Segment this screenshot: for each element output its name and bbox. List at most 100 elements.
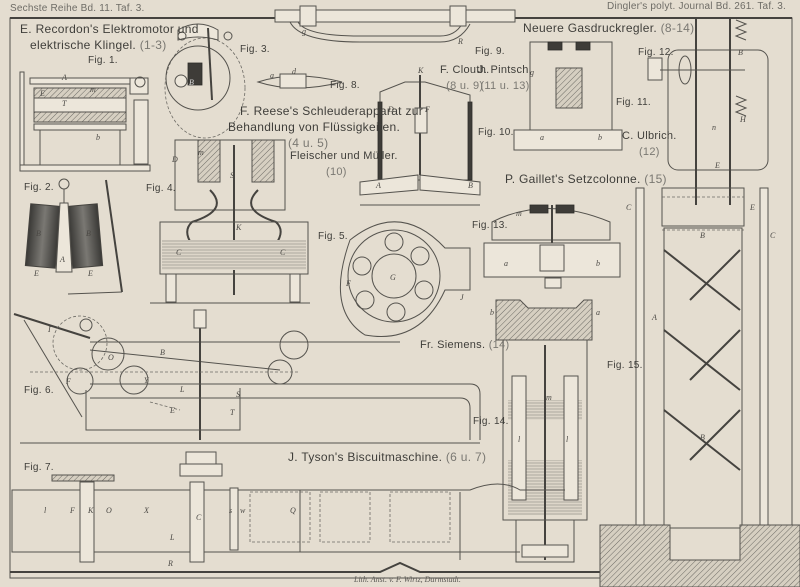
section-title-siemens: Fr. Siemens. (14) — [420, 337, 509, 353]
svg-text:B: B — [86, 229, 91, 238]
svg-text:Y: Y — [144, 376, 150, 385]
header-right: Dingler's polyt. Journal Bd. 261. Taf. 3… — [607, 1, 786, 12]
svg-text:C: C — [176, 248, 182, 257]
figure-range: (11 u. 13) — [480, 80, 530, 92]
svg-text:X: X — [143, 506, 150, 515]
svg-text:R: R — [457, 37, 463, 46]
section-title-tyson: J. Tyson's Biscuitmaschine. (6 u. 7) — [288, 449, 486, 465]
svg-text:a: a — [504, 259, 508, 268]
header-left: Sechste Reihe Bd. 11. Taf. 3. — [10, 3, 144, 14]
plate-bottom-rule — [10, 561, 792, 573]
svg-text:T: T — [62, 99, 67, 108]
section-title-line1: J. Tyson's Biscuitmaschine. — [288, 450, 443, 464]
fig-label-15: Fig. 15. — [607, 360, 643, 371]
svg-text:A: A — [651, 313, 657, 322]
section-title-line2: elektrische Klingel. — [30, 38, 137, 52]
section-title-line2: Behandlung von Flüssigkeiten. — [228, 120, 401, 134]
section-title-gasdruckregler: Neuere Gasdruckregler. (8-14) — [523, 20, 694, 36]
svg-text:C: C — [196, 513, 202, 522]
svg-text:B: B — [160, 348, 165, 357]
svg-text:s: s — [229, 506, 232, 515]
figure-range: (1-3) — [139, 38, 167, 52]
svg-text:B: B — [700, 433, 705, 442]
svg-text:b: b — [490, 308, 494, 317]
svg-text:l: l — [566, 435, 569, 444]
svg-text:H: H — [739, 115, 747, 124]
fig-label-6: Fig. 6. — [24, 385, 54, 396]
svg-text:E: E — [714, 161, 720, 170]
svg-text:O: O — [106, 506, 112, 515]
svg-text:K: K — [235, 223, 242, 232]
svg-text:S: S — [230, 171, 234, 180]
series-label: Sechste Reihe — [10, 3, 78, 14]
svg-text:m: m — [90, 85, 96, 94]
svg-text:K: K — [87, 506, 94, 515]
journal-band-label: Bd. 261. — [715, 1, 755, 12]
svg-text:C: C — [626, 203, 632, 212]
svg-text:d: d — [292, 67, 297, 76]
svg-text:O: O — [108, 353, 114, 362]
svg-text:R: R — [167, 559, 173, 568]
fig-label-7: Fig. 7. — [24, 462, 54, 473]
svg-text:G: G — [390, 273, 396, 282]
fig-label-1: Fig. 1. — [88, 55, 118, 66]
fig-label-4: Fig. 4. — [146, 183, 176, 194]
svg-text:a: a — [540, 133, 544, 142]
section-title-line1: E. Recordon's Elektromotor und — [20, 22, 199, 36]
section-title-line1: C. Ulbrich. — [622, 130, 677, 142]
svg-text:A: A — [61, 73, 67, 82]
svg-text:B: B — [738, 48, 743, 57]
journal-label: Dingler's polyt. Journal — [607, 1, 713, 12]
svg-text:B: B — [189, 78, 194, 87]
svg-text:E: E — [39, 89, 45, 98]
svg-text:C: C — [280, 248, 286, 257]
svg-text:A: A — [375, 181, 381, 190]
svg-text:g: g — [302, 27, 306, 36]
svg-text:b: b — [96, 133, 100, 142]
svg-text:B: B — [468, 181, 473, 190]
svg-text:D: D — [171, 155, 178, 164]
svg-text:w: w — [240, 506, 246, 515]
section-title-line1: Fleischer und Müller. — [290, 150, 398, 162]
svg-text:F: F — [424, 105, 430, 114]
svg-text:l: l — [44, 506, 47, 515]
fig-label-14: Fig. 14. — [473, 416, 509, 427]
svg-text:g: g — [530, 68, 534, 77]
section-title-line1: Fr. Siemens. — [420, 339, 486, 351]
figure-range: (10) — [326, 166, 347, 178]
svg-text:F: F — [69, 506, 75, 515]
section-title-clouth: F. Clouth. (8 u. 9) — [440, 62, 489, 94]
svg-text:F: F — [345, 279, 351, 288]
svg-text:E: E — [87, 269, 93, 278]
fig-label-9: Fig. 9. — [475, 46, 505, 57]
section-title-gaillet: P. Gaillet's Setzcolonne. (15) — [505, 171, 667, 187]
figure-range: (12) — [638, 146, 660, 158]
fig-label-11: Fig. 11. — [616, 97, 652, 108]
svg-text:m: m — [516, 209, 522, 218]
svg-text:b: b — [596, 259, 600, 268]
lithographer-imprint: Lith. Anst. v. F. Wirtz, Darmstadt. — [354, 575, 461, 584]
section-title-ulbrich: C. Ulbrich. (12) — [622, 128, 677, 160]
fig-label-8: Fig. 8. — [330, 80, 360, 91]
svg-text:S: S — [236, 390, 240, 399]
journal-tafel-label: Taf. 3. — [757, 1, 786, 12]
fig-label-3: Fig. 3. — [240, 44, 270, 55]
svg-text:T: T — [230, 408, 235, 417]
fig-label-12: Fig. 12. — [638, 47, 674, 58]
fig-label-10: Fig. 10. — [478, 127, 514, 138]
figure-range: (8-14) — [660, 21, 695, 35]
svg-text:K: K — [417, 66, 424, 75]
section-title-reese: F. Reese's Schleuderapparat zur Behandlu… — [228, 103, 423, 151]
tafel-label: Taf. 3. — [115, 3, 145, 14]
plate-border — [9, 17, 793, 579]
